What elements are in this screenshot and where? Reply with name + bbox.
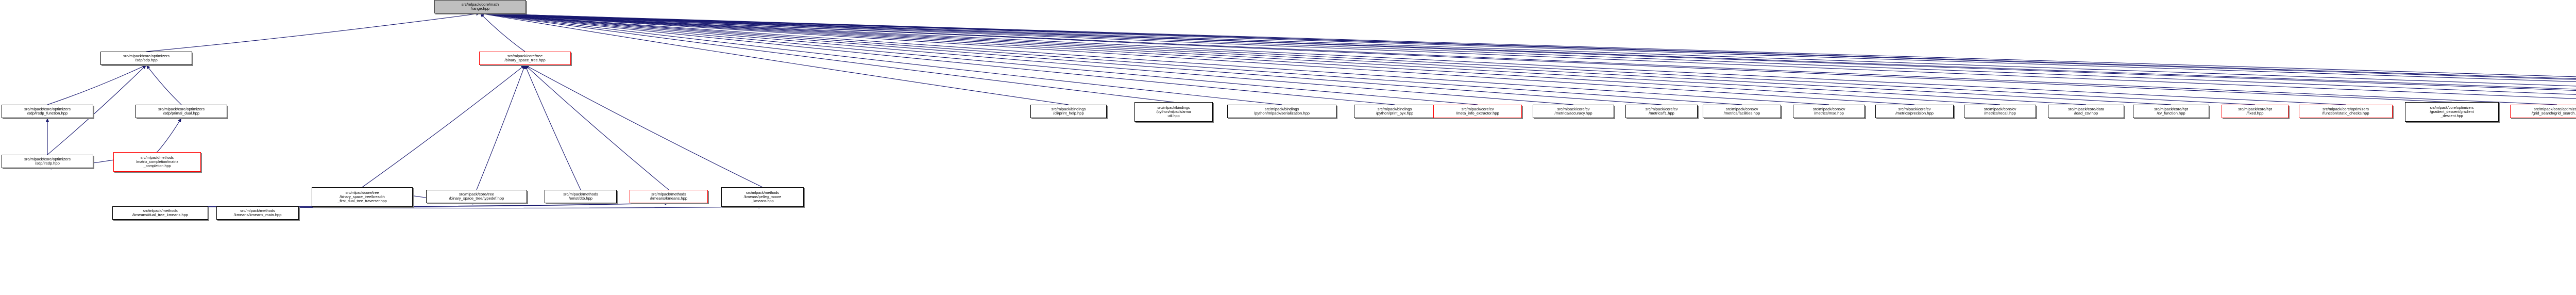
graph-edge [480, 12, 2576, 92]
graph-edge [480, 12, 2452, 103]
graph-edge [157, 118, 182, 153]
graph-edge [480, 12, 1174, 103]
graph-node[interactable]: src/mlpack/methods /kmeans/dual_tree_kme… [112, 206, 208, 220]
graph-edge [146, 64, 182, 105]
graph-node[interactable]: src/mlpack/core/tree /binary_space_tree/… [426, 190, 527, 203]
graph-edge [480, 12, 1915, 105]
graph-edge [476, 64, 526, 190]
graph-edge [480, 12, 2172, 105]
graph-edge [480, 12, 1574, 105]
graph-node[interactable]: src/mlpack/methods /kmeans/kmeans.hpp [630, 190, 708, 203]
graph-edge [480, 11, 2576, 78]
graph-node[interactable]: src/mlpack/core/cv /metrics/mse.hpp [1793, 105, 1865, 118]
graph-node[interactable]: src/mlpack/core/cv /metrics/facilities.h… [1703, 105, 1781, 118]
graph-node[interactable]: src/mlpack/core/optimizers /sdp/primal_d… [135, 105, 227, 118]
graph-edge [480, 12, 2557, 105]
graph-node[interactable]: src/mlpack/core/tree /binary_space_tree/… [312, 187, 413, 207]
graph-edge [47, 64, 147, 105]
graph-root-node[interactable]: src/mlpack/core/math /range.hpp [434, 0, 526, 13]
graph-node[interactable]: src/mlpack/core/optimizers /sdp/lrsdp.hp… [2, 155, 93, 168]
graph-node[interactable]: src/mlpack/bindings /python/print_pyx.hp… [1354, 105, 1435, 118]
graph-node[interactable]: src/mlpack/core/cv /metrics/recall.hpp [1964, 105, 2036, 118]
graph-node[interactable]: src/mlpack/bindings /python/mlpack/seria… [1227, 105, 1336, 118]
graph-node[interactable]: src/mlpack/methods /kmeans/pelleg_moore … [721, 187, 804, 207]
graph-node[interactable]: src/mlpack/core/hpt /cv_function.hpp [2133, 105, 2209, 118]
graph-edge [480, 13, 526, 52]
graph-edge [524, 64, 669, 190]
graph-edge [480, 12, 2346, 105]
graph-edge [480, 12, 1395, 105]
graph-edge [480, 12, 1829, 105]
graph-edge [480, 12, 2256, 105]
graph-node[interactable]: src/mlpack/core/cv /metrics/precision.hp… [1875, 105, 1954, 118]
graph-node[interactable]: src/mlpack/core/cv /metrics/accuracy.hpp [1533, 105, 1614, 118]
graph-edge [480, 12, 1282, 105]
graph-node[interactable]: src/mlpack/core/cv /meta_info_extractor.… [1433, 105, 1522, 118]
graph-edge [362, 64, 526, 188]
graph-edge [480, 11, 2576, 84]
graph-edge [480, 11, 2576, 88]
graph-edge [480, 12, 2087, 105]
graph-node[interactable]: src/mlpack/core/optimizers /gradient_des… [2405, 102, 2499, 122]
graph-node[interactable]: src/mlpack/methods /matrix_completion/ma… [113, 152, 201, 172]
graph-edge [480, 12, 1742, 105]
graph-node[interactable]: src/mlpack/core/optimizers /function/sta… [2299, 105, 2393, 118]
graph-edge [524, 64, 763, 188]
graph-node[interactable]: src/mlpack/core/optimizers /sdp/sdp.hpp [100, 52, 192, 65]
graph-edge [480, 12, 2576, 95]
graph-edge [146, 12, 481, 52]
graph-edge [480, 11, 2576, 81]
graph-edge [524, 64, 581, 190]
graph-edge [480, 11, 2576, 80]
graph-node[interactable]: src/mlpack/core/data /load_csv.hpp [2048, 105, 2124, 118]
graph-node[interactable]: src/mlpack/core/hpt /fixed.hpp [2222, 105, 2289, 118]
graph-node[interactable]: src/mlpack/bindings /python/mlpack/arma … [1134, 102, 1213, 122]
graph-edge [480, 12, 1662, 105]
graph-edge [480, 12, 1478, 105]
graph-node[interactable]: src/mlpack/core/optimizers /sdp/lrsdp_fu… [2, 105, 93, 118]
graph-node[interactable]: src/mlpack/methods /emst/dtb.hpp [545, 190, 617, 203]
graph-node[interactable]: src/mlpack/core/cv /metrics/f1.hpp [1625, 105, 1698, 118]
graph-edge [480, 11, 2576, 91]
graph-edge [480, 12, 2576, 100]
graph-edge [480, 12, 2001, 105]
graph-node[interactable]: src/mlpack/bindings /cli/print_help.hpp [1030, 105, 1107, 118]
graph-node[interactable]: src/mlpack/methods /kmeans/kmeans_main.h… [216, 206, 299, 220]
graph-node[interactable]: src/mlpack/core/tree /binary_space_tree.… [479, 52, 571, 65]
graph-node[interactable]: src/mlpack/core/optimizers /grid_search/… [2510, 105, 2576, 118]
